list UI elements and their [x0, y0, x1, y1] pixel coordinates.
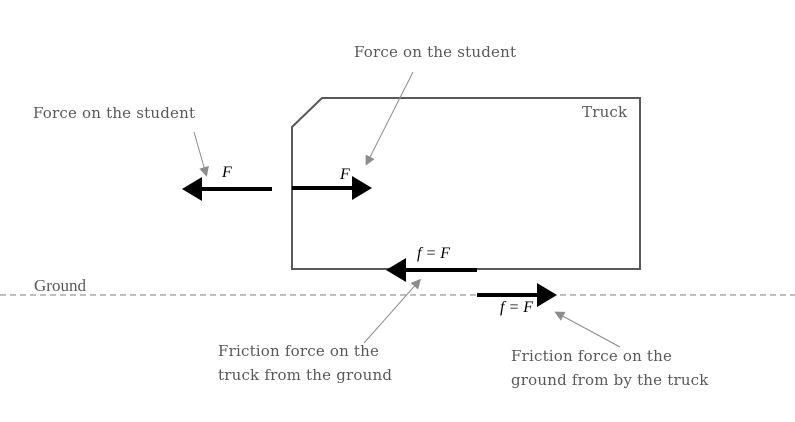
- symbol-friction-ground: f = F: [500, 299, 534, 316]
- pointer-friction-ground: [554, 311, 621, 348]
- pointer-student-left: [193, 131, 209, 177]
- label-friction-ground-line1: Friction force on the: [511, 347, 673, 365]
- label-force-on-student-top: Force on the student: [354, 43, 517, 61]
- symbol-force-truck: F: [340, 166, 350, 183]
- label-friction-truck-line1: Friction force on the: [218, 342, 380, 360]
- label-friction-ground-line2: ground from by the truck: [511, 371, 709, 389]
- label-truck: Truck: [582, 103, 628, 121]
- truck-outline: [291, 97, 641, 270]
- label-force-on-student-left: Force on the student: [33, 104, 196, 122]
- symbol-force-student: F: [222, 164, 232, 181]
- symbol-friction-truck: f = F: [417, 245, 451, 262]
- label-ground: Ground: [34, 276, 86, 295]
- pointer-friction-truck: [363, 278, 421, 344]
- pointer-student-top: [365, 71, 414, 166]
- label-friction-truck-line2: truck from the ground: [218, 366, 393, 384]
